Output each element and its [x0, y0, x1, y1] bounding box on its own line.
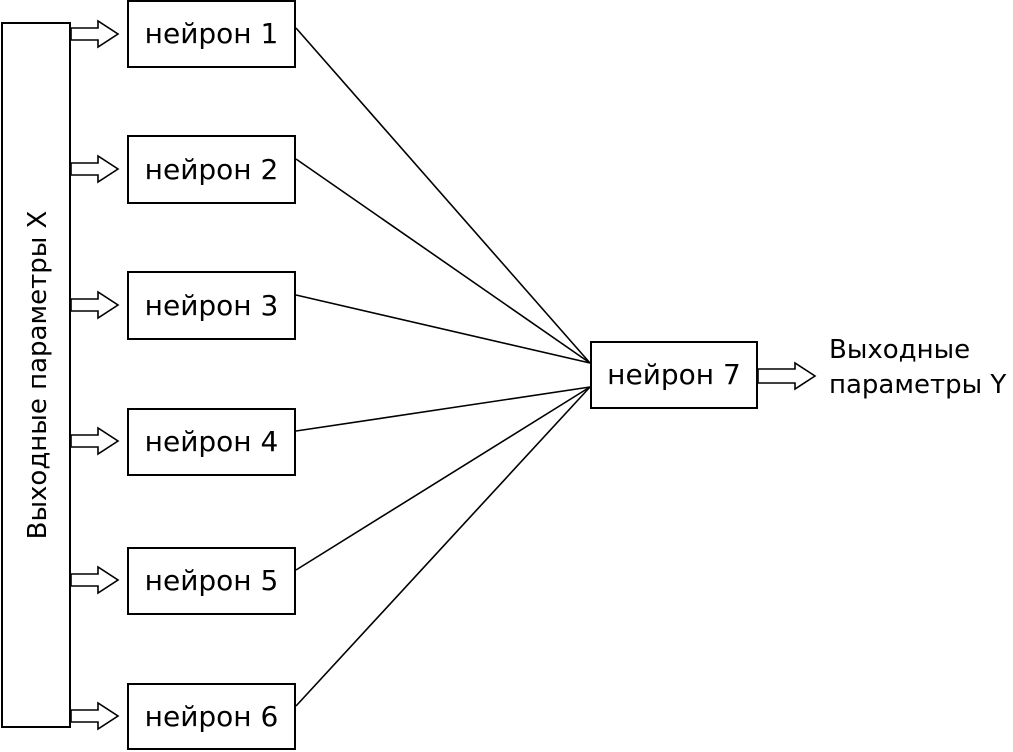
input-block-label: Выходные параметры X: [23, 211, 53, 540]
neuron-3-box: [127, 271, 296, 340]
neuron-1: нейрон 1: [127, 0, 296, 68]
neuron-2: нейрон 2: [127, 135, 296, 204]
input-block: Выходные параметры X: [1, 22, 71, 728]
input-arrow-4: [70, 426, 120, 456]
neuron-1-label: нейрон 1: [145, 17, 279, 50]
input-arrow-1: [70, 19, 120, 49]
neuron-6: нейрон 6: [127, 683, 296, 750]
input-arrow-6: [70, 701, 120, 731]
neuron-5-label: нейрон 5: [145, 564, 279, 597]
output-label-line-2: параметры Y: [829, 370, 1006, 400]
input-arrows: [70, 19, 120, 731]
neuron-6-label: нейрон 6: [145, 700, 279, 733]
neuron-7-box: [590, 341, 758, 409]
neuron-5: нейрон 5: [127, 547, 296, 615]
neuron-4-box: [127, 408, 296, 476]
output-neuron: нейрон 7: [590, 341, 758, 409]
link-neuron-3-to-neuron-7: [295, 294, 591, 364]
neuron-1-box: [127, 0, 296, 68]
neuron-7-label: нейрон 7: [607, 358, 741, 391]
neuron-2-box: [127, 135, 296, 204]
output-label: Выходные параметры Y: [829, 335, 1006, 400]
input-arrow-2: [70, 154, 120, 184]
link-neuron-6-to-neuron-7: [295, 386, 591, 707]
hidden-layer: нейрон 1 нейрон 2 нейрон 3 нейрон 4 нейр…: [127, 0, 296, 750]
neuron-4-label: нейрон 4: [145, 425, 279, 458]
neuron-4: нейрон 4: [127, 408, 296, 476]
link-neuron-1-to-neuron-7: [295, 27, 591, 364]
input-block-frame: [1, 22, 71, 728]
input-arrow-5: [70, 565, 120, 595]
neuron-3-label: нейрон 3: [145, 289, 279, 322]
neuron-2-label: нейрон 2: [145, 153, 279, 186]
output-label-line-1: Выходные: [829, 335, 970, 365]
output-arrow: [757, 361, 817, 391]
link-neuron-5-to-neuron-7: [295, 386, 591, 571]
input-arrow-3: [70, 290, 120, 320]
link-neuron-2-to-neuron-7: [295, 158, 591, 364]
neuron-3: нейрон 3: [127, 271, 296, 340]
neuron-6-box: [127, 683, 296, 750]
connection-lines: [295, 27, 591, 707]
link-neuron-4-to-neuron-7: [295, 386, 591, 432]
neuron-5-box: [127, 547, 296, 615]
